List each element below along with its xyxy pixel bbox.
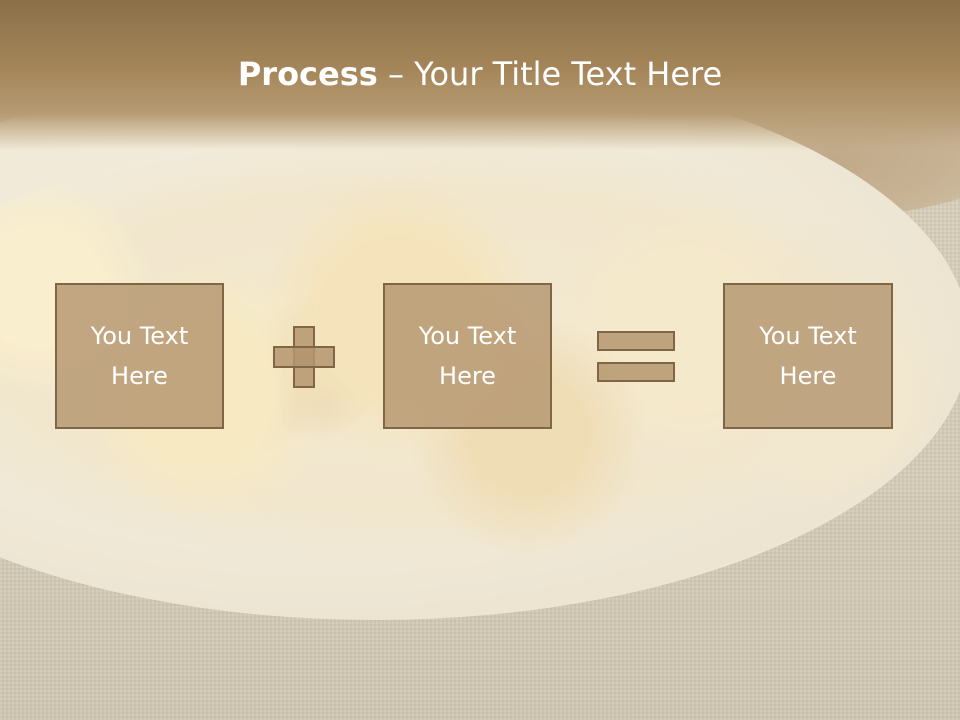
- process-box-2-text: You Text Here: [418, 322, 517, 390]
- process-box-1[interactable]: You Text Here: [55, 283, 224, 429]
- title-rest: – Your Title Text Here: [377, 55, 723, 93]
- process-box-3-text: You Text Here: [759, 322, 857, 390]
- title-bold: Process: [237, 55, 378, 93]
- slide-title[interactable]: Process – Your Title Text Here: [0, 52, 960, 96]
- equals-top-bar: [597, 331, 675, 351]
- title-band: [0, 0, 960, 150]
- equals-icon: [597, 331, 677, 383]
- process-box-1-text: You Text Here: [90, 322, 189, 390]
- process-box-2[interactable]: You Text Here: [383, 283, 552, 429]
- process-box-3[interactable]: You Text Here: [723, 283, 893, 429]
- plus-icon: [273, 326, 335, 388]
- plus-center: [295, 348, 313, 366]
- equals-bottom-bar: [597, 362, 675, 382]
